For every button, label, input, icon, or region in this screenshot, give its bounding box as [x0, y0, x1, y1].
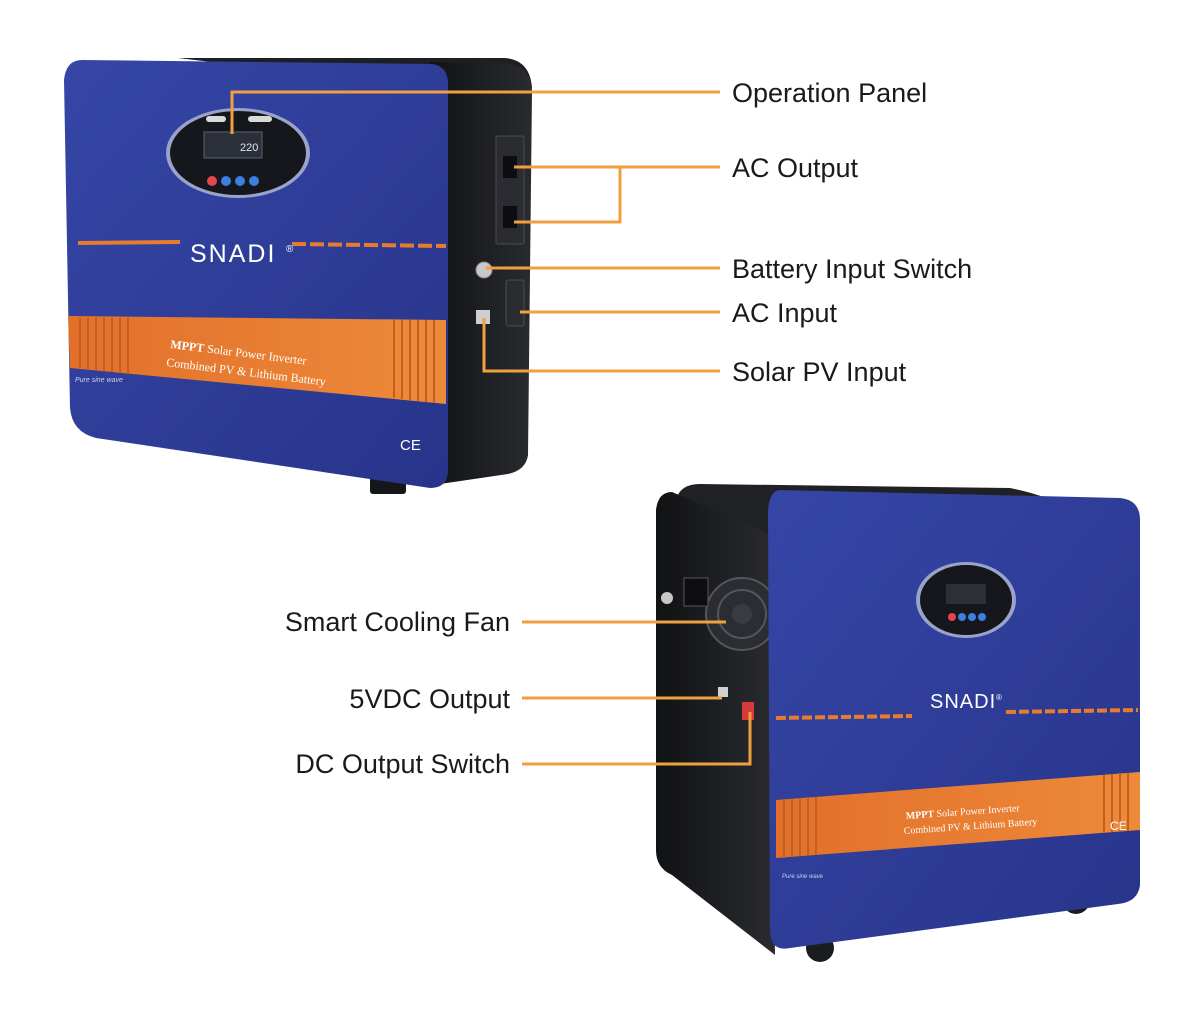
lcd-readout: 220 — [240, 142, 258, 154]
label-dc-output-switch: DC Output Switch — [295, 749, 510, 779]
cooling-fan-ring — [717, 589, 767, 639]
badge-stripes — [79, 318, 435, 403]
ac-output-socket — [503, 156, 517, 178]
panel-button-icon — [968, 613, 976, 621]
badge-stripes — [783, 773, 1129, 858]
brand-registered-mark: ® — [286, 244, 294, 255]
panel-button-icon — [221, 176, 231, 186]
ce-mark: CE — [400, 437, 421, 454]
lcd-screen — [203, 131, 263, 159]
label-ac-output: AC Output — [732, 153, 859, 183]
ac-input-socket — [505, 279, 525, 327]
side-housing — [656, 492, 775, 955]
status-led-strip — [206, 116, 226, 122]
leader-ac-output-bracket — [514, 165, 622, 224]
solar-pv-connector — [476, 310, 490, 324]
panel-button-icon — [958, 613, 966, 621]
lcd-screen — [946, 584, 986, 604]
battery-switch-icon — [475, 261, 493, 279]
power-button-icon — [207, 176, 217, 186]
ac-output-socket — [503, 206, 517, 228]
label-5vdc-output: 5VDC Output — [349, 684, 510, 714]
brand-logo: SNADI — [190, 240, 276, 268]
panel-button-icon — [249, 176, 259, 186]
ce-mark: CE — [1110, 819, 1127, 833]
wave-logo: Pure sine wave — [75, 377, 123, 384]
accent-stripe — [77, 240, 181, 245]
label-smart-cooling-fan: Smart Cooling Fan — [284, 607, 510, 637]
inverter-front-view: 220 SNADI ® MPPT Solar Powe — [64, 58, 532, 494]
leader-lines — [230, 90, 752, 766]
wave-logo: Pure sine wave — [782, 874, 824, 880]
label-battery-input-switch: Battery Input Switch — [732, 254, 973, 284]
leader-dc-output-switch — [522, 712, 752, 766]
brand-logo: SNADI — [930, 691, 996, 713]
usb-port — [718, 687, 728, 697]
label-operation-panel: Operation Panel — [732, 78, 928, 108]
orange-badge-band — [68, 316, 446, 404]
front-panel — [768, 490, 1140, 949]
dc-switch-icon — [742, 702, 754, 720]
cooling-fan-hub — [732, 604, 752, 624]
status-led-strip — [248, 116, 272, 122]
leader-solar-pv-input — [482, 318, 720, 373]
orange-badge-band — [776, 772, 1140, 858]
power-button-icon — [948, 613, 956, 621]
brand-registered-mark: ® — [996, 693, 1002, 702]
leader-operation-panel — [230, 90, 720, 134]
accent-stripe — [291, 242, 447, 248]
inverter-rear-view: SNADI ® MPPT Solar Power Inverter Combin… — [656, 484, 1140, 962]
side-switch-icon — [661, 592, 673, 604]
side-port — [683, 577, 709, 607]
accent-stripe — [775, 714, 913, 720]
panel-button-icon — [978, 613, 986, 621]
accent-stripe — [1005, 708, 1139, 714]
label-solar-pv-input: Solar PV Input — [732, 357, 907, 387]
panel-button-icon — [235, 176, 245, 186]
label-ac-input: AC Input — [732, 298, 838, 328]
